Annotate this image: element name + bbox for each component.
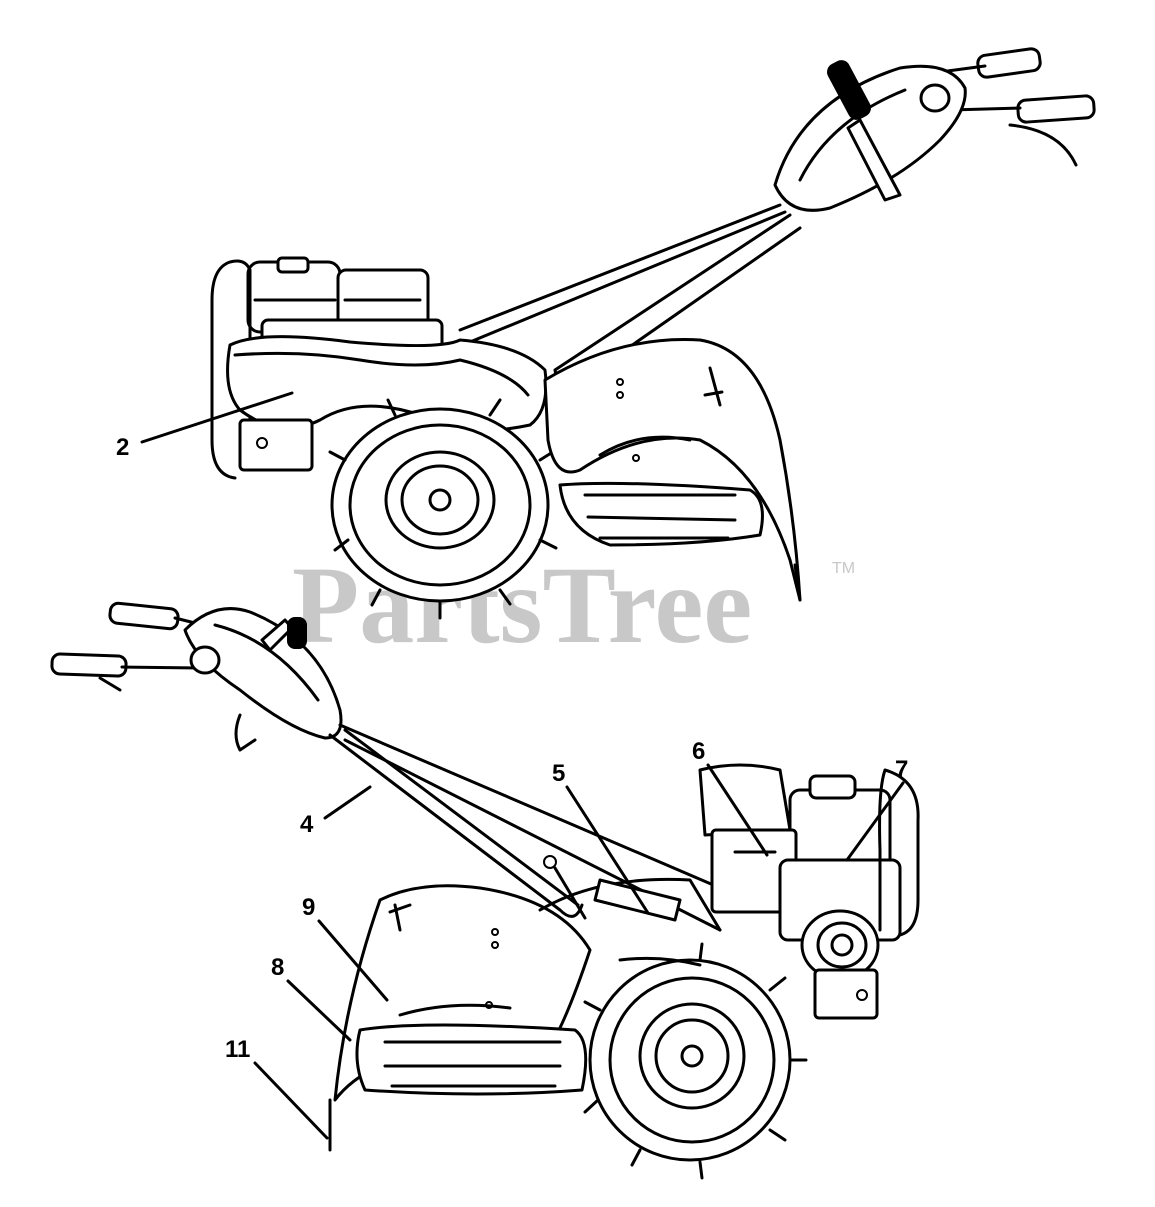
flap-decal-bottom	[355, 1023, 588, 1096]
handle-grips-top	[938, 47, 1096, 167]
wheel-bottom	[583, 942, 808, 1180]
callout-5: 5	[552, 760, 650, 915]
callouts: 2 4 5 6 7 8 9 11	[116, 391, 908, 1140]
callout-11-number: 11	[225, 1036, 250, 1063]
callout-4-leader	[323, 785, 372, 820]
callout-5-leader	[565, 785, 650, 915]
callout-7-leader	[845, 781, 905, 862]
callout-7-number: 7	[895, 756, 908, 783]
callout-8-leader	[286, 979, 352, 1042]
callout-4-number: 4	[300, 811, 314, 838]
callout-6-leader	[706, 763, 769, 857]
front-bumper-top	[210, 259, 252, 480]
engine-bottom	[698, 763, 902, 981]
callout-6: 6	[692, 738, 769, 857]
callout-4: 4	[300, 785, 372, 838]
shift-lever-knob-top	[827, 60, 871, 120]
front-bumper-bottom	[878, 768, 920, 937]
callout-7: 7	[845, 756, 908, 862]
callout-9-number: 9	[302, 894, 315, 921]
tiller-top-illustration	[210, 47, 1096, 620]
callout-2-leader	[140, 391, 294, 444]
callout-6-number: 6	[692, 738, 705, 765]
callout-2: 2	[116, 391, 294, 461]
callout-8: 8	[271, 954, 352, 1042]
callout-9: 9	[302, 894, 389, 1002]
flap-decal-top	[558, 481, 764, 547]
tiller-bottom-illustration	[50, 601, 920, 1180]
watermark-trademark: TM	[832, 560, 855, 577]
shift-lever-knob-bottom	[287, 617, 307, 649]
callout-11: 11	[225, 1036, 329, 1140]
callout-9-leader	[317, 919, 389, 1002]
callout-8-number: 8	[271, 954, 284, 981]
control-console-bottom	[183, 607, 343, 740]
wheel-top	[328, 398, 558, 620]
callout-2-number: 2	[116, 434, 129, 461]
callout-5-number: 5	[552, 760, 565, 787]
side-panel-decal-top	[226, 335, 548, 433]
callout-11-leader	[253, 1061, 329, 1140]
